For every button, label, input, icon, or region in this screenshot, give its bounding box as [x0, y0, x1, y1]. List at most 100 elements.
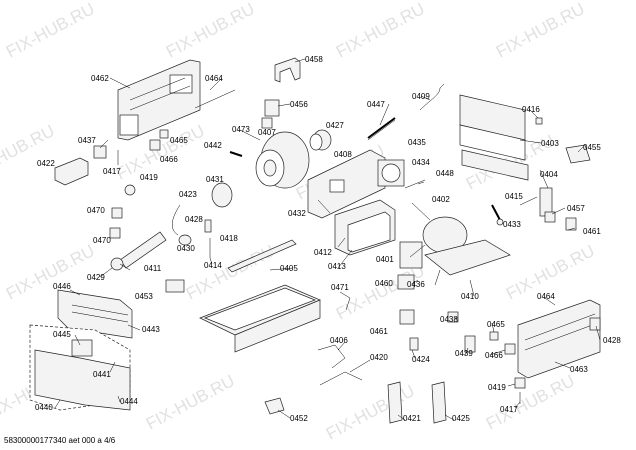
part-0470-clip-b — [109, 227, 121, 239]
label-0424: 0424 — [412, 355, 430, 364]
label-0466: 0466 — [160, 155, 178, 164]
label-0444: 0444 — [120, 397, 138, 406]
part-0466b-clip — [504, 343, 516, 355]
part-0457-clip — [544, 211, 556, 223]
label-0409: 0409 — [412, 92, 430, 101]
part-0466-clip — [149, 139, 161, 151]
label-0446: 0446 — [53, 282, 71, 291]
label-0466b: 0466 — [485, 351, 503, 360]
part-0406-cable — [317, 344, 346, 369]
parts-drawings — [29, 57, 601, 424]
part-0423-wire — [172, 204, 181, 236]
part-0403-box — [459, 94, 529, 181]
label-0456: 0456 — [290, 100, 308, 109]
label-0416: 0416 — [522, 105, 540, 114]
label-0403: 0403 — [541, 139, 559, 148]
part-0442-probe — [229, 151, 243, 157]
part-0455-plate — [565, 144, 591, 164]
label-0417: 0417 — [103, 167, 121, 176]
label-0438: 0438 — [440, 315, 458, 324]
label-0402: 0402 — [432, 195, 450, 204]
watermark: FIX-HUB.RU — [493, 0, 588, 62]
label-0404: 0404 — [540, 170, 558, 179]
part-0471-part — [339, 291, 351, 311]
part-0429-cap — [110, 257, 124, 271]
part-0460-transformer — [397, 274, 415, 290]
leader-lines — [54, 58, 601, 421]
part-0405-shelf — [199, 239, 321, 353]
part-0437-clip — [93, 145, 107, 159]
label-0442: 0442 — [204, 141, 222, 150]
label-0417b: 0417 — [500, 405, 518, 414]
label-0458: 0458 — [305, 55, 323, 64]
part-0465-clip — [159, 129, 169, 139]
part-0415-rod — [491, 204, 501, 221]
part-0407-holder — [261, 117, 273, 129]
watermark: FIX-HUB.RU — [483, 371, 578, 433]
part-0447-rod — [367, 117, 396, 141]
label-0436: 0436 — [407, 280, 425, 289]
label-0413: 0413 — [328, 262, 346, 271]
label-0432: 0432 — [288, 209, 306, 218]
part-0473-fan-housing — [255, 131, 310, 189]
part-0439-part — [464, 335, 476, 353]
part-0402-compressor — [422, 216, 511, 276]
label-0421: 0421 — [403, 414, 421, 423]
label-0439: 0439 — [455, 349, 473, 358]
part-0419-knob — [124, 184, 136, 196]
label-0412: 0412 — [314, 248, 332, 257]
label-0401: 0401 — [376, 255, 394, 264]
label-0463: 0463 — [570, 365, 588, 374]
label-0460: 0460 — [375, 279, 393, 288]
label-0408: 0408 — [334, 150, 352, 159]
label-0441: 0441 — [93, 370, 111, 379]
label-0428b: 0428 — [603, 336, 621, 345]
label-0443: 0443 — [142, 325, 160, 334]
part-0409-cable — [419, 83, 445, 111]
part-0448-connector — [404, 179, 426, 189]
part-0420-cable — [319, 371, 363, 386]
label-0425: 0425 — [452, 414, 470, 423]
part-0419b-part — [514, 377, 526, 389]
label-0429: 0429 — [87, 273, 105, 282]
label-0464b: 0464 — [537, 292, 555, 301]
part-0463-housing — [517, 299, 601, 379]
label-0437: 0437 — [78, 136, 96, 145]
label-0410: 0410 — [461, 292, 479, 301]
label-0406: 0406 — [330, 336, 348, 345]
label-0465: 0465 — [170, 136, 188, 145]
part-0433-part — [496, 218, 504, 226]
label-0461: 0461 — [583, 227, 601, 236]
part-0416-clip — [535, 117, 543, 125]
part-0456-switch — [264, 99, 280, 117]
watermark: FIX-HUB.RU — [143, 371, 238, 433]
label-0427: 0427 — [326, 121, 344, 130]
label-0415: 0415 — [505, 192, 523, 201]
label-0422: 0422 — [37, 159, 55, 168]
label-0440: 0440 — [35, 403, 53, 412]
label-0407: 0407 — [258, 128, 276, 137]
label-0411: 0411 — [144, 264, 162, 273]
part-0425-rail — [431, 381, 447, 424]
document-reference-footer: 58300000177340 aet 000 a 4/6 — [4, 436, 116, 445]
part-0424-part — [409, 337, 419, 351]
part-0427-cylinder — [309, 129, 332, 151]
label-0448: 0448 — [436, 169, 454, 178]
label-0445: 0445 — [53, 330, 71, 339]
part-0428b-part — [589, 317, 601, 331]
label-0435: 0435 — [408, 138, 426, 147]
label-0428: 0428 — [185, 215, 203, 224]
part-0421-rail — [387, 381, 403, 424]
label-0418: 0418 — [220, 234, 238, 243]
label-0419: 0419 — [140, 173, 158, 182]
part-0465b-clip — [489, 331, 499, 341]
part-0413-plate — [347, 211, 391, 253]
label-0420: 0420 — [370, 353, 388, 362]
label-0405: 0405 — [280, 264, 298, 273]
label-0430: 0430 — [177, 244, 195, 253]
label-0453: 0453 — [135, 292, 153, 301]
part-0461b-part — [399, 309, 415, 325]
label-0464: 0464 — [205, 74, 223, 83]
label-0471: 0471 — [331, 283, 349, 292]
